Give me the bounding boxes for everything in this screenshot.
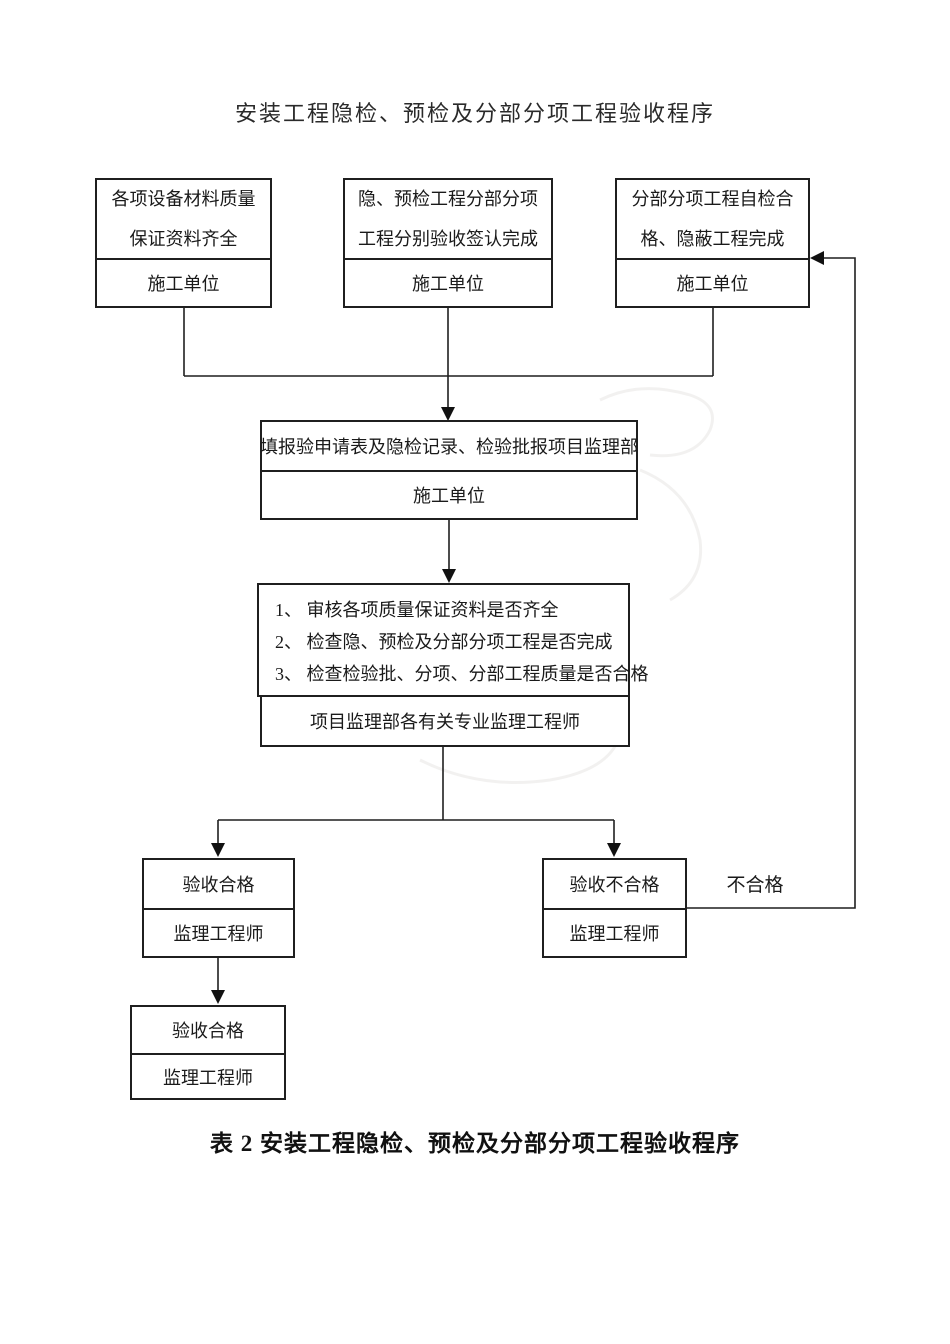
box-submit-application-text: 填报验申请表及隐检记录、检验批报项目监理部 <box>260 437 638 457</box>
table-caption: 表 2 安装工程隐检、预检及分部分项工程验收程序 <box>210 1131 740 1156</box>
arrowhead-into-final <box>211 990 225 1004</box>
box-self-check-complete: 分部分项工程自检合 格、隐蔽工程完成 施工单位 <box>615 178 810 308</box>
arrowhead-into-fail <box>607 843 621 857</box>
box-materials-quality-text: 各项设备材料质量 保证资料齐全 <box>111 189 256 249</box>
review-item-2: 2、 检查隐、预检及分部分项工程是否完成 <box>275 632 613 652</box>
box-final-acceptance-role: 监理工程师 <box>132 1053 284 1098</box>
page-title: 安装工程隐检、预检及分部分项工程验收程序 <box>234 101 715 126</box>
box-acceptance-pass-text: 验收合格 <box>182 875 255 895</box>
box-acceptance-fail-role: 监理工程师 <box>544 908 685 956</box>
box-submit-application-role: 施工单位 <box>262 470 636 518</box>
box-acceptance-fail-text: 验收不合格 <box>569 875 660 895</box>
fail-branch-label: 不合格 <box>726 875 784 896</box>
box-review-checklist: 1、 审核各项质量保证资料是否齐全 2、 检查隐、预检及分部分项工程是否完成 3… <box>257 583 649 697</box>
box-materials-quality: 各项设备材料质量 保证资料齐全 施工单位 <box>95 178 272 308</box>
box-hidden-pre-inspection-role: 施工单位 <box>345 258 551 306</box>
review-item-3: 3、 检查检验批、分项、分部工程质量是否合格 <box>275 664 649 684</box>
box-hidden-pre-inspection-text: 隐、预检工程分部分项 工程分别验收签认完成 <box>358 189 538 249</box>
arrowhead-into-submit <box>441 407 455 421</box>
box-self-check-text: 分部分项工程自检合 格、隐蔽工程完成 <box>631 189 794 249</box>
box-acceptance-pass: 验收合格 监理工程师 <box>142 858 295 958</box>
arrowhead-into-pass <box>211 843 225 857</box>
box-final-acceptance-text: 验收合格 <box>172 1021 244 1041</box>
arrowhead-into-review <box>442 569 456 583</box>
box-review-role: 项目监理部各有关专业监理工程师 <box>260 695 630 747</box>
connector-fail-feedback <box>687 257 856 909</box>
arrowhead-feedback-left <box>810 251 824 265</box>
box-submit-application: 填报验申请表及隐检记录、检验批报项目监理部 施工单位 <box>260 420 638 520</box>
review-item-1: 1、 审核各项质量保证资料是否齐全 <box>275 600 559 620</box>
box-self-check-role: 施工单位 <box>617 258 808 306</box>
box-acceptance-fail: 验收不合格 监理工程师 <box>542 858 687 958</box>
review-checklist-items: 1、 审核各项质量保证资料是否齐全 2、 检查隐、预检及分部分项工程是否完成 3… <box>259 585 649 690</box>
box-acceptance-pass-role: 监理工程师 <box>144 908 293 956</box>
box-final-acceptance-pass: 验收合格 监理工程师 <box>130 1005 286 1100</box>
box-materials-quality-role: 施工单位 <box>97 258 270 306</box>
box-hidden-pre-inspection-signed: 隐、预检工程分部分项 工程分别验收签认完成 施工单位 <box>343 178 553 308</box>
